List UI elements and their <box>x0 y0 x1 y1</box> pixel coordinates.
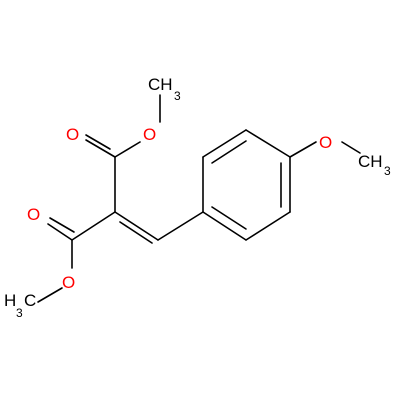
atom-o-carbonyl-lower: O <box>27 205 40 224</box>
bond-upper-carbonyl-to-ester-o <box>114 141 141 158</box>
ring-inner-bond-a <box>211 140 247 164</box>
atom-ch3-upper: CH <box>148 75 173 94</box>
bond-alpha-to-lower-carbonyl <box>71 211 116 241</box>
bond-upper-carbonyl-double <box>85 134 111 150</box>
atom-ch3-upper-subscript: 3 <box>174 89 181 103</box>
atom-o-carbonyl-upper: O <box>66 125 79 144</box>
atom-lower-methyl-subscript: 3 <box>16 306 23 320</box>
atom-c-lower-methyl: C <box>24 291 36 310</box>
ring-bond-6 <box>202 211 247 241</box>
bond-lower-ester-o-to-ch3 <box>37 287 63 303</box>
atom-o-ester-upper: O <box>143 125 156 144</box>
atom-o-methoxy: O <box>319 133 332 152</box>
bond-alpha-to-vinyl <box>114 211 159 241</box>
bond-lower-carbonyl-c-to-o <box>47 223 73 241</box>
bond-vinyl-to-ring <box>157 211 204 241</box>
bond-vinyl-double <box>119 221 153 244</box>
ring-bond-3 <box>245 129 291 158</box>
bond-lower-carbonyl-double <box>49 217 75 233</box>
bond-ring-to-methoxy-o <box>289 141 317 158</box>
ring-bond-2 <box>202 129 247 158</box>
bond-upper-carbonyl-c-to-o <box>85 139 116 158</box>
atom-o-ester-lower: O <box>62 273 75 292</box>
atom-ch3-methoxy-subscript: 3 <box>384 164 391 178</box>
ring-bond-5 <box>245 211 291 241</box>
bond-methoxy-o-to-ch3 <box>341 141 361 154</box>
ring-inner-bond-c <box>211 206 247 230</box>
atom-ch3-methoxy: CH <box>358 152 383 171</box>
atom-h-lower-methyl: H <box>4 291 16 310</box>
